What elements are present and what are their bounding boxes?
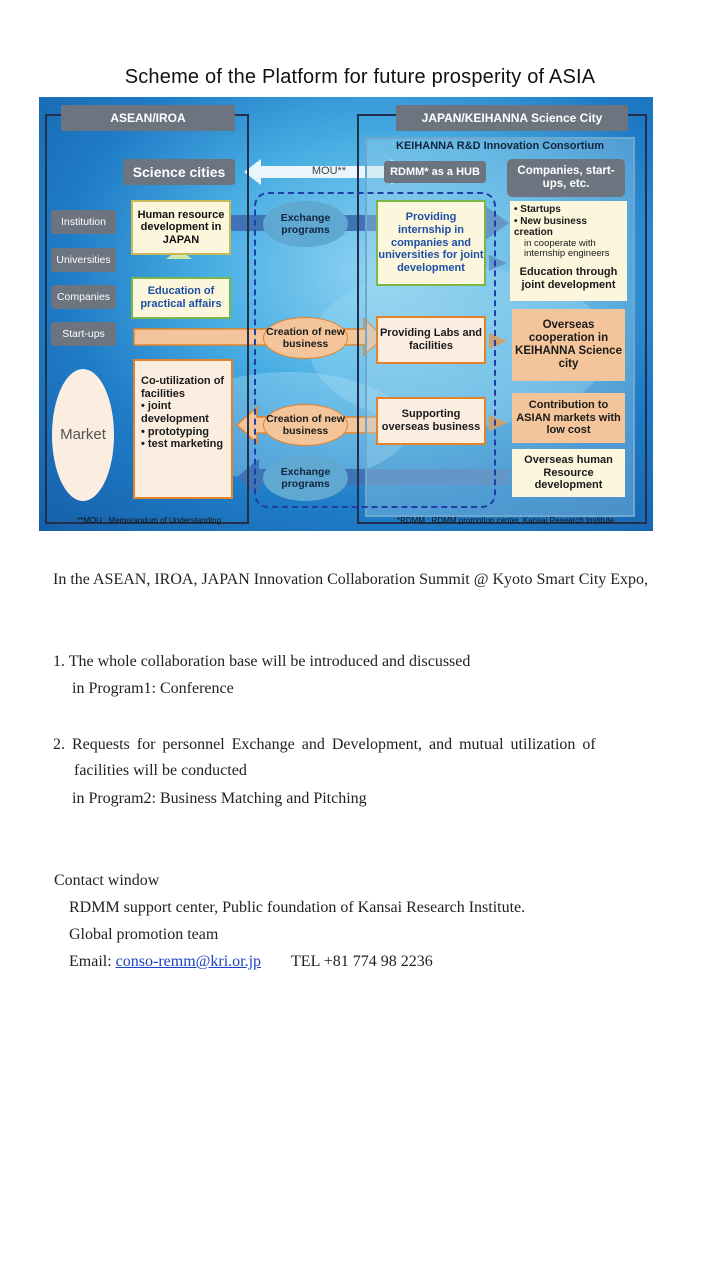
rdmm-hub-label: RDMM* as a HUB <box>384 161 486 183</box>
side-label-companies: Companies <box>51 285 116 309</box>
email-link[interactable]: conso-remm@kri.or.jp <box>115 953 262 970</box>
co-utilization-title: Co-utilization of facilities <box>141 375 225 400</box>
creation-new-business-2: Creation of new business <box>263 404 348 446</box>
center-dashed-frame <box>254 192 496 508</box>
tel-text: TEL +81 774 98 2236 <box>291 953 433 970</box>
side-label-startups: Start-ups <box>51 322 116 346</box>
startups-sub: in cooperate with internship engineers <box>524 237 610 260</box>
email-label: Email: <box>69 953 116 970</box>
side-label-institution: Institution <box>51 210 116 234</box>
contact-team: Global promotion team <box>69 926 219 943</box>
page-title: Scheme of the Platform for future prospe… <box>124 66 596 88</box>
providing-labs-box: Providing Labs and facilities <box>376 316 486 364</box>
contact-line: Email: conso-remm@kri.or.jp TEL +81 774 9… <box>69 948 433 975</box>
asean-header: ASEAN/IROA <box>61 105 235 131</box>
mou-label: MOU** <box>311 165 347 177</box>
education-joint: Education through joint development <box>519 266 618 291</box>
contact-org: RDMM support center, Public foundation o… <box>69 899 526 916</box>
platform-scheme-diagram: ASEAN/IROA JAPAN/KEIHANNA Science City K… <box>39 97 653 531</box>
footnote-rdmm: *RDMM : RDMM promotion center, Kansai Re… <box>397 516 614 525</box>
co-item: • prototyping <box>141 425 210 438</box>
item2-line3: in Program2: Business Matching and Pitch… <box>72 790 367 807</box>
item2-line1: 2. Requests for personnel Exchange and D… <box>53 736 596 753</box>
supporting-overseas-box: Supporting overseas business <box>376 397 486 445</box>
item2-line2: facilities will be conducted <box>74 762 247 779</box>
co-utilization-box: Co-utilization of facilities • joint dev… <box>133 359 233 499</box>
footnote-mou: **MOU : Memorandum of Understanding <box>77 516 222 525</box>
contribution-asian-box: Contribution to ASIAN markets with low c… <box>512 393 625 443</box>
exchange-programs-top: Exchange programs <box>263 201 348 247</box>
startups-box: • Startups • New business creation in co… <box>510 201 627 301</box>
co-item: • joint development <box>141 400 209 425</box>
market-circle: Market <box>52 369 114 501</box>
overseas-cooperation-box: Overseas cooperation in KEIHANNA Science… <box>512 309 625 381</box>
providing-internship-box: Providing internship in companies and un… <box>376 200 486 286</box>
item1-line2: in Program1: Conference <box>72 680 234 697</box>
exchange-programs-bottom: Exchange programs <box>263 455 348 501</box>
hr-development-box: Human resource development in JAPAN <box>131 200 231 255</box>
startups-item: • Startups <box>514 204 561 215</box>
japan-header: JAPAN/KEIHANNA Science City <box>396 105 628 131</box>
companies-header: Companies, start-ups, etc. <box>507 159 625 197</box>
overseas-hr-box: Overseas human Resource development <box>512 449 625 497</box>
startups-item: • New business creation <box>514 215 587 239</box>
creation-new-business-1: Creation of new business <box>263 317 348 359</box>
side-label-universities: Universities <box>51 248 116 272</box>
item1-line1: 1. The whole collaboration base will be … <box>53 653 471 670</box>
consortium-label: KEIHANNA R&D Innovation Consortium <box>396 140 604 152</box>
science-cities-label: Science cities <box>123 159 235 185</box>
co-item: • test marketing <box>141 438 224 451</box>
contact-title: Contact window <box>54 872 160 889</box>
education-practical-box: Education of practical affairs <box>131 277 231 319</box>
intro-paragraph: In the ASEAN, IROA, JAPAN Innovation Col… <box>53 571 649 588</box>
